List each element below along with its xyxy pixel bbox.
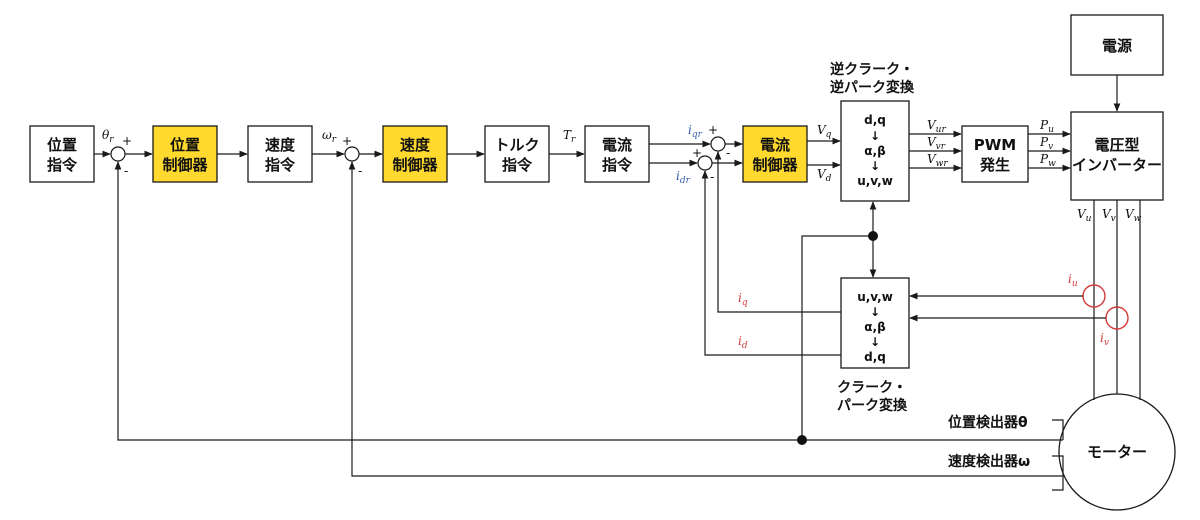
forward-transform-line-3: α,β <box>864 320 886 334</box>
speed-command-label-1: 速度 <box>265 136 296 154</box>
vw-label: Vw <box>1125 207 1142 224</box>
forward-transform-caption-1: クラーク・ <box>837 380 907 396</box>
speed-controller-label-2: 制御器 <box>392 156 438 174</box>
torque-ref-label: Tr <box>563 128 576 145</box>
inverse-transform-line-2: ↓ <box>870 129 880 143</box>
current-controller-block: 電流 制御器 <box>742 125 808 183</box>
inverter-block: 電圧型 インバーター <box>1070 111 1164 201</box>
idr-label: idr <box>676 169 691 186</box>
current-command-block: 電流 指令 <box>584 125 650 183</box>
position-controller-label-2: 制御器 <box>162 156 208 174</box>
forward-transform-line-5: d,q <box>864 350 886 364</box>
position-controller-block: 位置 制御器 <box>152 125 218 183</box>
position-command-label-2: 指令 <box>47 156 78 174</box>
speed-controller-label-1: 速度 <box>400 136 431 154</box>
inverse-transform-line-3: α,β <box>864 144 886 158</box>
power-supply-label: 電源 <box>1102 37 1132 55</box>
d-minus-sign: - <box>710 170 714 184</box>
iqr-label: iqr <box>688 123 703 140</box>
q-plus-sign: + <box>708 123 718 137</box>
omega-r-label: ωr <box>322 128 337 145</box>
current-command-label-1: 電流 <box>602 136 632 154</box>
pwm-label-2: 発生 <box>979 156 1010 174</box>
current-command-label-2: 指令 <box>602 156 633 174</box>
position-plus-sign: + <box>122 134 132 148</box>
d-plus-sign: + <box>692 146 702 160</box>
forward-transform-block: u,v,w ↓ α,β ↓ d,q <box>840 277 910 369</box>
position-command-label-1: 位置 <box>47 136 77 154</box>
forward-transform-line-4: ↓ <box>870 335 880 349</box>
vd-label: Vd <box>817 167 832 184</box>
vq-label: Vq <box>817 123 832 140</box>
q-current-summing-junction <box>710 136 726 152</box>
position-command-block: 位置 指令 <box>29 125 95 183</box>
pw-label: Pw <box>1039 152 1056 169</box>
torque-command-block: トルク 指令 <box>484 125 550 183</box>
position-controller-label-1: 位置 <box>170 136 200 154</box>
forward-path-wires <box>94 75 1121 172</box>
theta-r-label: θr <box>102 128 114 145</box>
position-minus-sign: - <box>124 164 128 178</box>
iu-label: iu <box>1068 272 1078 289</box>
inverter-label-1: 電圧型 <box>1094 136 1139 154</box>
vvr-label: Vvr <box>927 135 946 152</box>
power-supply-block: 電源 <box>1070 14 1164 76</box>
speed-summing-junction <box>344 146 360 162</box>
inverse-transform-block: d,q ↓ α,β ↓ u,v,w <box>840 100 910 202</box>
torque-command-label-2: 指令 <box>502 156 533 174</box>
torque-command-label-1: トルク <box>494 136 539 154</box>
position-junction-dot <box>797 435 807 445</box>
pu-label: Pu <box>1039 118 1054 135</box>
id-label: id <box>738 334 748 351</box>
speed-command-block: 速度 指令 <box>247 125 313 183</box>
motor-label: モーター <box>1087 443 1147 461</box>
speed-command-label-2: 指令 <box>265 156 296 174</box>
inverse-transform-caption-2: 逆パーク変換 <box>830 79 915 96</box>
pwm-block: PWM 発生 <box>961 125 1029 183</box>
vv-label: Vv <box>1102 207 1116 224</box>
feedback-wires <box>114 151 1106 491</box>
speed-plus-sign: + <box>342 134 352 148</box>
forward-transform-line-1: u,v,w <box>857 290 893 304</box>
vu-label: Vu <box>1077 207 1092 224</box>
pwm-label-1: PWM <box>974 136 1016 154</box>
speed-sensor-caption: 速度検出器ω <box>948 453 1030 470</box>
inverse-transform-line-5: u,v,w <box>857 174 893 188</box>
forward-transform-line-2: ↓ <box>870 305 880 319</box>
speed-minus-sign: - <box>358 164 362 178</box>
iq-label: iq <box>738 291 748 308</box>
forward-transform-caption-2: パーク変換 <box>837 397 908 414</box>
phase-lines <box>1093 200 1141 400</box>
current-controller-label-1: 電流 <box>760 136 790 154</box>
inverter-label-2: インバーター <box>1072 156 1162 174</box>
position-sensor-caption: 位置検出器θ <box>948 414 1028 431</box>
vwr-label: Vwr <box>927 152 948 169</box>
theta-junction-dot <box>868 231 878 241</box>
position-summing-junction <box>110 146 126 162</box>
q-minus-sign: - <box>726 146 730 160</box>
current-controller-label-2: 制御器 <box>752 156 798 174</box>
iv-label: iv <box>1100 331 1109 348</box>
motor-block: モーター <box>1058 393 1176 511</box>
speed-controller-block: 速度 制御器 <box>382 125 448 183</box>
pv-label: Pv <box>1039 135 1053 152</box>
inverse-transform-caption-1: 逆クラーク・ <box>830 61 914 78</box>
inverse-transform-line-1: d,q <box>864 113 886 127</box>
inverse-transform-line-4: ↓ <box>870 159 880 173</box>
vur-label: Vur <box>927 118 946 135</box>
